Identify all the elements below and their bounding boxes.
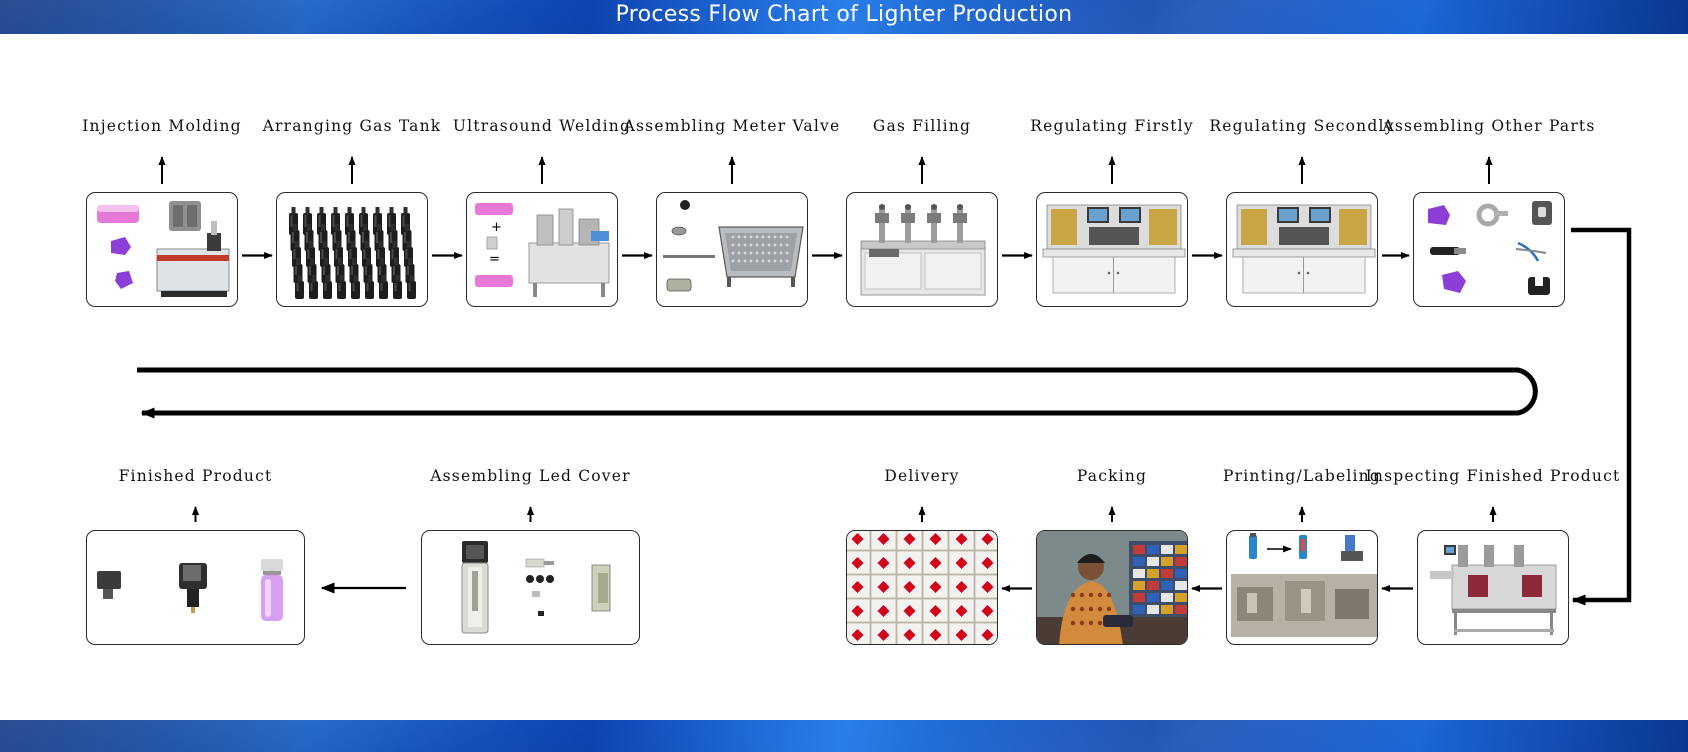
step-label: Assembling Other Parts bbox=[1382, 117, 1596, 135]
step-label: Assembling Led Cover bbox=[430, 467, 631, 485]
printing-machine-icon bbox=[1227, 533, 1377, 637]
step-label: Printing/Labeling bbox=[1223, 467, 1381, 485]
side-return-arrow bbox=[1571, 227, 1632, 606]
step-image-box bbox=[846, 192, 998, 307]
inspection-machine-icon bbox=[1430, 545, 1557, 635]
step-image-box bbox=[86, 530, 305, 645]
packing-worker-icon bbox=[1037, 531, 1187, 644]
step-image-box bbox=[1417, 530, 1569, 645]
lighter-parts-icon bbox=[1428, 201, 1552, 295]
header-banner: Process Flow Chart of Lighter Production bbox=[0, 0, 1688, 34]
injection-machine-icon bbox=[97, 201, 230, 297]
step-image-box bbox=[656, 192, 808, 307]
step-image-box: += bbox=[466, 192, 618, 307]
gas-tank-array-icon bbox=[289, 207, 416, 299]
regulating-station-icon bbox=[1232, 204, 1376, 294]
svg-text:+: + bbox=[491, 220, 502, 235]
step-image-box bbox=[846, 530, 998, 645]
step-image-box bbox=[421, 530, 640, 645]
gas-filling-machine-icon bbox=[860, 204, 986, 296]
step-image-box bbox=[1413, 192, 1565, 307]
page-title: Process Flow Chart of Lighter Production bbox=[615, 2, 1073, 27]
step-label: Regulating Secondly bbox=[1209, 117, 1395, 135]
regulating-station-icon bbox=[1042, 204, 1186, 294]
ultrasonic-welder-icon: += bbox=[475, 203, 610, 297]
step-label: Ultrasound Welding bbox=[452, 117, 632, 135]
step-label: Delivery bbox=[884, 467, 960, 485]
finished-lighter-icon bbox=[97, 559, 283, 621]
step-label: Gas Filling bbox=[872, 117, 972, 135]
boxed-cartons-icon bbox=[847, 531, 997, 644]
step-label: Assembling Meter Valve bbox=[623, 117, 841, 135]
step-image-box bbox=[1226, 530, 1378, 645]
step-image-box bbox=[1036, 530, 1188, 645]
meter-valve-tray-icon bbox=[663, 200, 804, 292]
step-label: Inspecting Finished Product bbox=[1365, 467, 1621, 485]
svg-text:=: = bbox=[489, 252, 500, 267]
step-image-box bbox=[1226, 192, 1378, 307]
step-label: Injection Molding bbox=[82, 117, 242, 135]
footer-banner bbox=[0, 720, 1688, 752]
step-label: Arranging Gas Tank bbox=[262, 117, 442, 135]
step-label: Finished Product bbox=[118, 467, 273, 485]
led-cover-parts-icon bbox=[461, 541, 611, 634]
step-image-box bbox=[86, 192, 238, 307]
step-image-box bbox=[276, 192, 428, 307]
u-turn-arrow bbox=[137, 367, 1538, 419]
step-label: Regulating Firstly bbox=[1030, 117, 1194, 135]
step-label: Packing bbox=[1076, 467, 1148, 485]
step-image-box bbox=[1036, 192, 1188, 307]
